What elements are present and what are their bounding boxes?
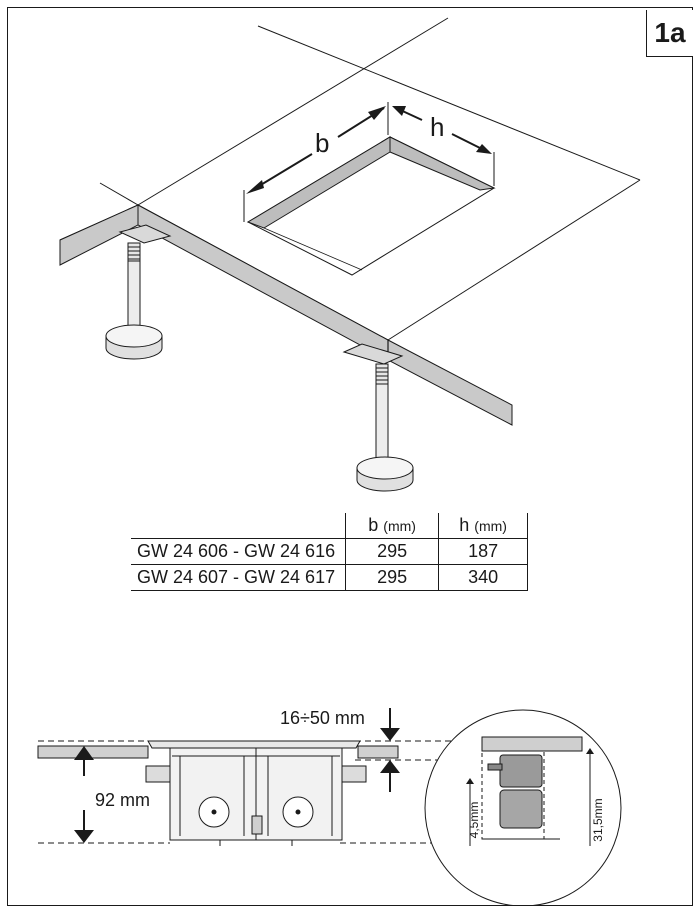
detail-magnifier [424,709,622,905]
raised-floor-drawing [59,17,641,492]
b-value-cell: 295 [345,538,440,565]
table-row: GW 24 606 - GW 24 616 295 187 [131,538,529,565]
dimension-table: b (mm) h (mm) GW 24 606 - GW 24 616 295 … [131,513,529,591]
box-depth-label: 92 mm [95,790,151,810]
model-cell: GW 24 607 - GW 24 617 [131,564,347,591]
table-header-b: b (mm) [345,513,440,539]
floor-thickness-label: 16÷50 mm [280,708,365,728]
cutout-width-label: b [315,128,330,158]
depth-dimension-arrows [74,746,94,843]
cutout-height-label: h [430,112,445,142]
table-header-h: h (mm) [438,513,529,539]
support-pedestal-right [342,343,414,492]
h-value-cell: 187 [438,538,529,565]
table-corner-cell [131,513,347,539]
floor-cutout [246,136,496,276]
thickness-dimension-arrows [380,708,400,792]
floor-edge-right [387,339,513,426]
model-cell: GW 24 606 - GW 24 616 [131,538,347,565]
dimension-h-arrow [392,106,495,186]
detail-small-dimension: 4,5mm [467,802,481,839]
detail-large-dimension: 31,5mm [591,798,605,841]
support-pedestal-left [105,224,172,360]
box-section-drawing: 4,5mm 31,5mm [37,708,622,905]
page-frame [7,7,693,906]
figure-label: 1a [646,10,693,57]
b-value-cell: 295 [345,564,440,591]
h-value-cell: 340 [438,564,529,591]
table-row: GW 24 607 - GW 24 617 295 340 [131,564,529,591]
dimension-b-arrow [243,102,389,222]
